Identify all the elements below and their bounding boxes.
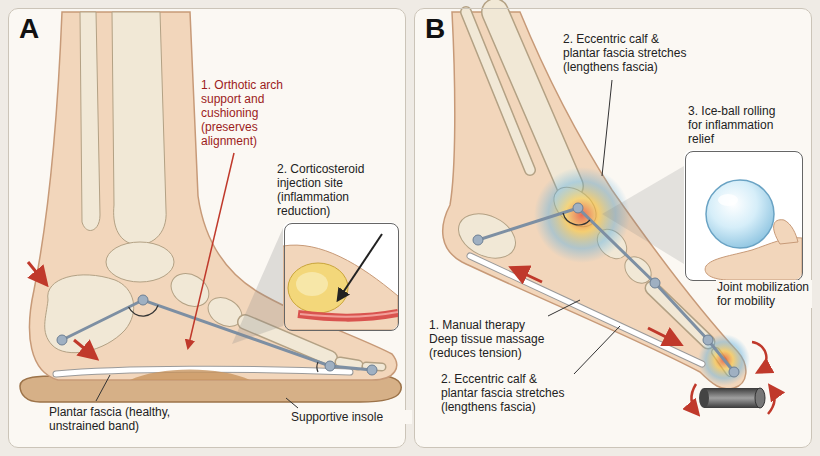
tibia-bone	[112, 12, 166, 245]
heel-skin	[283, 245, 398, 330]
leader-line	[574, 326, 620, 374]
joint-dot	[650, 278, 660, 288]
injection-inset-art	[283, 222, 398, 330]
stretch-arrow	[512, 268, 542, 282]
calcaneus-bone	[45, 275, 134, 353]
inset-heading: 3. Ice-ball rolling for inflammation rel…	[688, 104, 792, 146]
callout-label: 1. Orthotic arch support and cushioning …	[200, 78, 304, 148]
heel-bone	[288, 263, 348, 313]
joint-dot	[367, 365, 377, 375]
joint-dot	[57, 335, 67, 345]
phalanx-bone	[340, 362, 358, 365]
angle-arc	[317, 362, 318, 372]
fascia-streak	[300, 312, 398, 317]
leader-line	[548, 300, 580, 316]
roller-end	[755, 388, 765, 408]
panel-ground	[8, 8, 406, 448]
arch-support	[130, 370, 250, 381]
callout-label: Joint mobilization for mobility	[716, 280, 812, 308]
panel-letter: A	[19, 13, 39, 45]
callout-label: Plantar fascia (healthy, unstrained band…	[48, 405, 195, 433]
zoom-wedge	[602, 166, 684, 264]
inset-box: 2. Corticosteroid injection site (inflam…	[284, 223, 399, 331]
leader-line	[602, 80, 612, 176]
leader-line	[188, 153, 234, 348]
leader-line	[96, 375, 110, 401]
tibia-outline	[495, 12, 570, 186]
bone-marrow	[296, 272, 328, 296]
figure-panel: A 2. Corticosteroid injection site (infla…	[8, 8, 406, 448]
joint-dot	[325, 361, 335, 371]
inset-box: 3. Ice-ball rolling for inflammation rel…	[685, 151, 803, 281]
joint-dot	[138, 295, 148, 305]
roller-end	[699, 388, 709, 408]
inset-ground	[283, 222, 398, 330]
phalanx-outline	[340, 362, 358, 365]
panel-letter: B	[425, 13, 445, 45]
angle-arc	[129, 305, 159, 316]
foam-roller	[699, 388, 765, 408]
fibula-bone	[80, 12, 100, 230]
roller-body	[704, 388, 760, 408]
force-arrow	[74, 340, 96, 358]
mobilization-arrow	[752, 342, 766, 372]
joint-dot	[729, 367, 739, 377]
joint-dot	[573, 203, 583, 213]
joint-dot	[473, 235, 483, 245]
joint-dot	[703, 335, 713, 345]
panel-ground	[414, 8, 812, 448]
angle-arc	[563, 213, 590, 225]
callout-label: 2. Eccentric calf & plantar fascia stret…	[562, 32, 692, 74]
inflamed-fascia	[298, 313, 398, 318]
tibia-bone	[495, 12, 570, 186]
ice-ball	[706, 180, 774, 248]
navicular-bone	[165, 267, 215, 313]
zoom-wedge	[232, 228, 283, 344]
thumb	[774, 220, 798, 244]
force-arrow	[28, 262, 46, 284]
stretch-arrow	[648, 328, 680, 344]
leader-line	[286, 398, 298, 408]
ice-highlight	[718, 194, 738, 206]
ice-inset-art	[684, 150, 802, 280]
inset-ground	[684, 150, 802, 280]
rolling-arrow	[768, 386, 775, 414]
callout-label: Supportive insole	[290, 410, 412, 424]
injection-arrow	[338, 234, 382, 300]
talus-bone	[106, 242, 174, 282]
callout-label: 1. Manual therapy Deep tissue massage (r…	[428, 318, 552, 360]
inset-heading: 2. Corticosteroid injection site (inflam…	[277, 162, 381, 218]
rolling-arrow	[691, 384, 698, 414]
callout-label: 2. Eccentric calf & plantar fascia stret…	[440, 372, 570, 414]
